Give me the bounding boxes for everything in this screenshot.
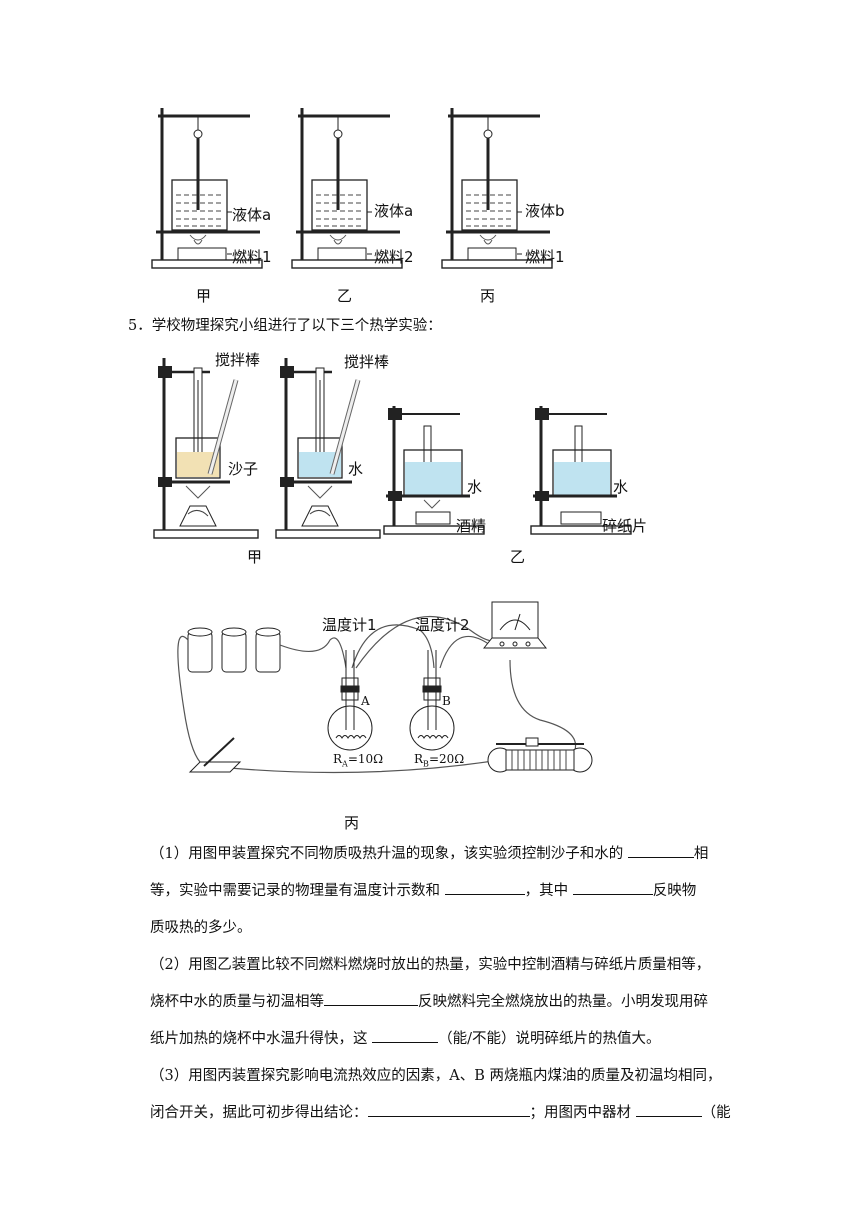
thermometer-2-label: 温度计2 (415, 616, 470, 634)
sand-label: 沙子 (228, 460, 259, 478)
blank-1-2[interactable] (444, 878, 525, 895)
caption-top-jia: 甲 (196, 287, 212, 305)
blank-3-2[interactable] (635, 1100, 702, 1117)
liquid-label-1: 液体a (232, 206, 272, 224)
part-3: （3）用图丙装置探究影响电流热效应的因素，A、B 两烧瓶内煤油的质量及初温均相同… (150, 1068, 731, 1121)
apparatus-sand (153, 358, 259, 539)
water-label-2: 水 (467, 478, 483, 496)
paper-label: 碎纸片 (602, 517, 648, 535)
apparatus-alcohol (383, 406, 485, 535)
circuit-diagram (177, 601, 593, 774)
apparatus-bing-top (441, 108, 553, 269)
liquid-label-3: 液体b (525, 202, 565, 220)
blank-3-1[interactable] (367, 1100, 530, 1117)
alcohol-label: 酒精 (456, 517, 487, 535)
caption-bing: 丙 (344, 814, 360, 832)
blank-2-1[interactable] (324, 989, 418, 1006)
fuel-label-1: 燃料1 (232, 248, 272, 266)
blank-1-3[interactable] (572, 878, 653, 895)
flask-a-label: A (361, 694, 370, 708)
caption-top-yi: 乙 (337, 287, 353, 305)
part-1: （1）用图甲装置探究不同物质吸热升温的现象，该实验须控制沙子和水的 相 等，实验… (150, 836, 735, 947)
caption-jia: 甲 (247, 548, 263, 566)
water-label-3: 水 (613, 478, 629, 496)
fuel-label-2: 燃料2 (374, 248, 414, 266)
caption-yi: 乙 (510, 548, 526, 566)
part-2: （2）用图乙装置比较不同燃料燃烧时放出的热量，实验中控制酒精与碎纸片质量相等， … (150, 957, 711, 1047)
blank-1-1[interactable] (627, 841, 694, 858)
apparatus-water-jia (275, 358, 381, 539)
thermometer-1-label: 温度计1 (322, 616, 377, 634)
liquid-label-2: 液体a (374, 202, 414, 220)
question-number: 5． (128, 318, 152, 334)
stir-label-2: 搅拌棒 (344, 353, 390, 371)
caption-top-bing: 丙 (480, 287, 496, 305)
resistor-a-label: RA=10Ω (333, 752, 384, 769)
question-text: 学校物理探究小组进行了以下三个热学实验： (151, 318, 442, 334)
resistor-b-label: RB=20Ω (414, 752, 465, 769)
question-stem: 5．学校物理探究小组进行了以下三个热学实验： (128, 314, 442, 335)
flask-b-label: B (442, 694, 451, 708)
stir-label-1: 搅拌棒 (215, 351, 261, 369)
blank-2-2[interactable] (372, 1026, 439, 1043)
apparatus-paper (530, 406, 632, 535)
fuel-label-3: 燃料1 (525, 248, 565, 266)
water-label-1: 水 (348, 460, 364, 478)
apparatus-yi-top (291, 108, 403, 269)
apparatus-jia-top (151, 108, 263, 269)
